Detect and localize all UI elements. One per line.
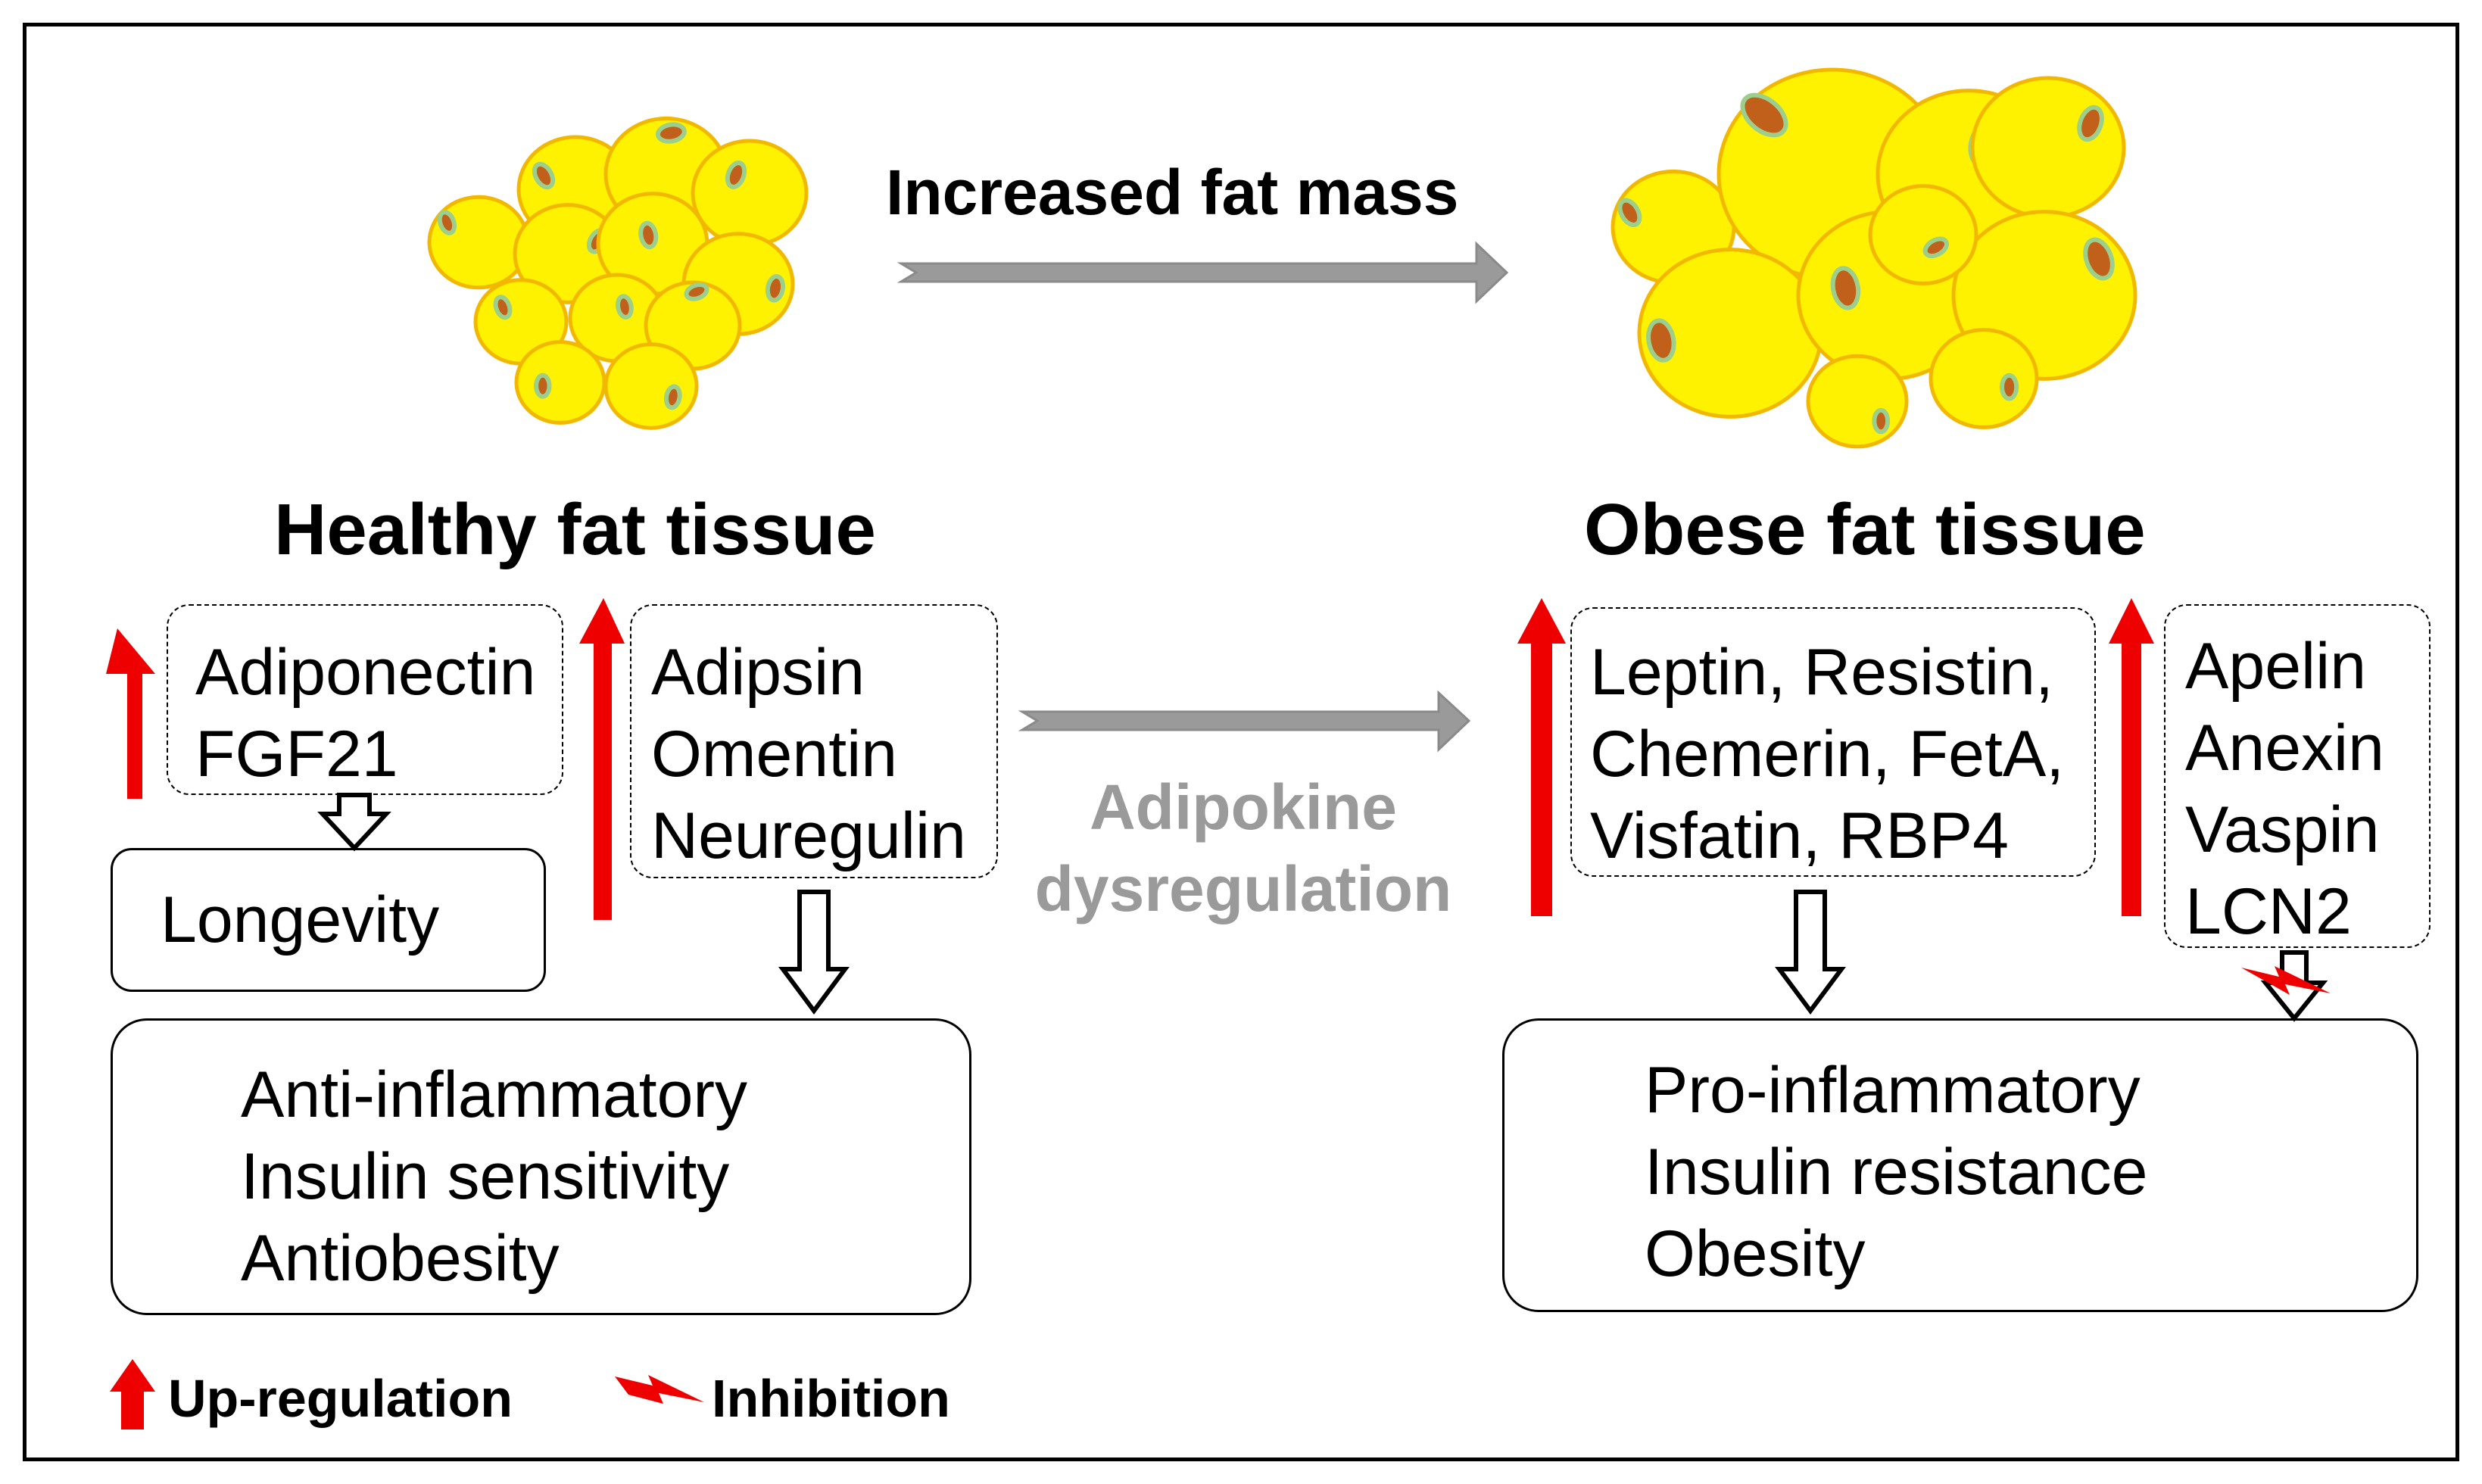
obese-adipokine-group-1 [1570,607,2096,877]
fat-cell-icon [1929,328,2039,429]
list-item: Pro-inflammatory [1645,1054,2141,1127]
list-item: Neuregulin [651,800,966,872]
fat-cell-icon [1970,76,2126,220]
up-arrow-icon [110,1359,155,1429]
legend-up-regulation: Up-regulation [168,1369,513,1428]
healthy-adipokine-group-2 [630,604,998,878]
list-item: Apelin [2185,630,2367,703]
fat-cell-icon [514,340,606,425]
label-line: Adipokine [1089,772,1397,843]
fat-cell-icon [1637,248,1823,419]
gray-right-arrow-icon [896,241,1509,304]
longevity-label: Longevity [161,884,440,956]
up-arrow-icon [106,628,155,799]
gray-right-arrow-icon [1018,690,1471,753]
list-item: Leptin, Resistin, [1590,636,2053,709]
label-line: dysregulation [1034,853,1452,924]
fat-cell-icon [603,342,699,430]
list-item: Antiobesity [241,1222,560,1295]
list-item: Anti-inflammatory [241,1058,748,1131]
hollow-down-arrow-icon [1775,890,1846,1015]
list-item: FGF21 [195,718,398,790]
list-item: Adipsin [651,636,865,709]
obese-group2-text: Apelin Anexin Vaspin LCN2 [2185,625,2384,952]
list-item: Insulin resistance [1645,1136,2148,1208]
fat-cell-icon [427,195,530,290]
hollow-down-arrow-icon [317,793,391,852]
longevity-box [111,848,546,992]
healthy-group1-text: Adiponectin FGF21 [195,631,535,795]
adipokine-dysregulation-label: Adipokine dysregulation [1016,766,1470,930]
obese-fat-cells [1610,67,2137,449]
fat-cell-icon [473,278,569,366]
list-item: Visfatin, RBP4 [1590,800,2009,872]
inhibition-bolt-icon [615,1375,704,1404]
obese-outcomes-box [1502,1018,2418,1312]
obese-group1-text: Leptin, Resistin, Chemerin, FetA, Visfat… [1590,631,2064,877]
list-item: Chemerin, FetA, [1590,718,2065,790]
list-item: Insulin sensitivity [241,1140,730,1213]
list-item: Obesity [1645,1217,1866,1290]
obese-adipokine-group-2 [2164,604,2431,948]
up-arrow-icon [2109,598,2154,916]
up-arrow-icon [579,598,625,920]
fat-cell-icon [1806,354,1909,449]
increased-fat-mass-label: Increased fat mass [886,157,1459,228]
healthy-title: Healthy fat tissue [274,489,876,570]
inhibition-bolt-icon [2241,966,2331,995]
list-item: Vaspin [2185,793,2380,866]
obese-title: Obese fat tissue [1584,489,2146,570]
up-arrow-icon [1517,598,1566,916]
healthy-fat-cells [427,116,809,430]
fat-cell-icon [691,139,809,248]
list-item: Omentin [651,718,898,790]
hollow-down-arrow-icon [778,890,850,1015]
diagram-frame [23,23,2459,1461]
healthy-outcomes-text: Anti-inflammatory Insulin sensitivity An… [241,1054,747,1299]
healthy-group2-text: Adipsin Omentin Neuregulin [651,631,966,877]
fat-cell-icon [1868,184,1978,285]
list-item: Adiponectin [195,636,536,709]
healthy-adipokine-group-1 [167,604,563,795]
healthy-outcomes-box [111,1018,971,1315]
list-item: LCN2 [2185,875,2352,948]
legend-inhibition: Inhibition [712,1369,950,1428]
list-item: Anexin [2185,712,2384,784]
obese-outcomes-text: Pro-inflammatory Insulin resistance Obes… [1645,1049,2147,1295]
